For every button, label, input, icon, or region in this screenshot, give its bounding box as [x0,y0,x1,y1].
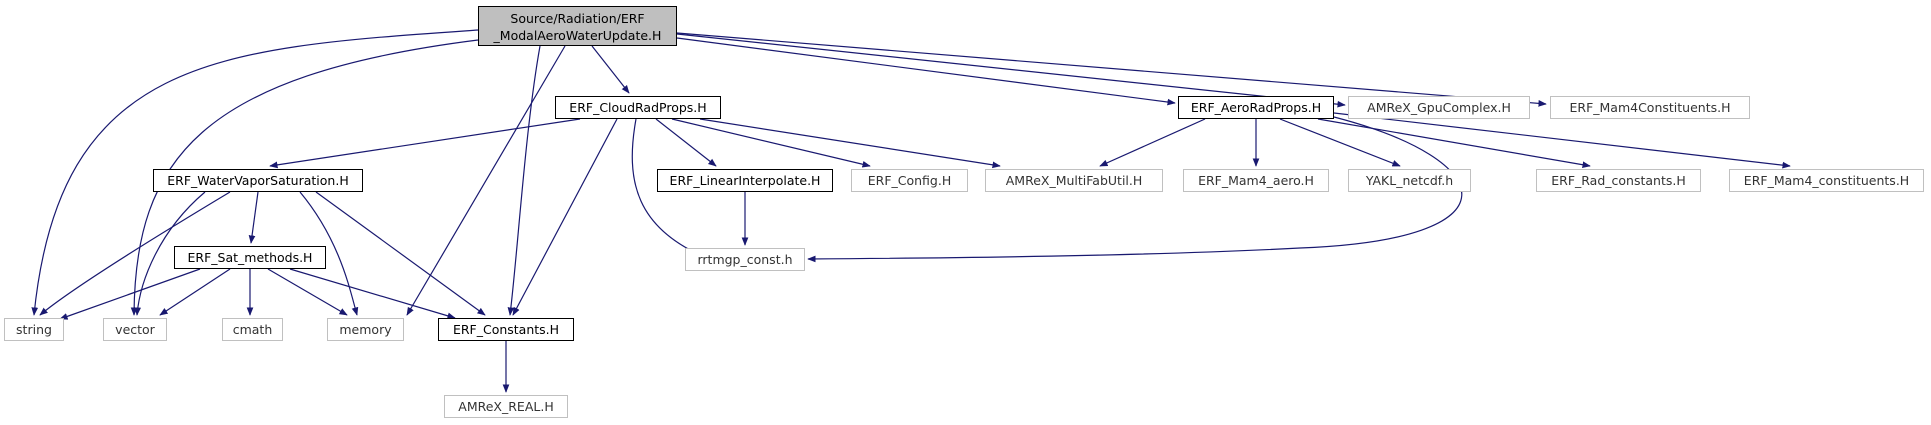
edge-cloudradprops-to-constants [512,118,618,316]
edge-aeroradprops-to-mam4const [1333,112,1791,169]
edge-root-to-mam4constituents [676,32,1547,107]
edge-root-to-vector [130,39,479,316]
edge-root-to-aeroradprops [676,37,1176,106]
edge-wvs-to-memory [299,191,359,316]
edge-wvs-to-vector [134,191,206,316]
node-amrex-gpucomplex[interactable]: AMReX_GpuComplex.H [1348,96,1530,119]
node-erf-sat-methods[interactable]: ERF_Sat_methods.H [174,246,326,269]
node-rrtmgp-const[interactable]: rrtmgp_const.h [685,248,805,271]
node-amrex-real[interactable]: AMReX_REAL.H [444,395,568,418]
edge-root-to-gpucomplex [676,33,1346,108]
node-erf-constants[interactable]: ERF_Constants.H [438,318,574,341]
node-vector[interactable]: vector [103,318,167,341]
edge-wvs-to-string [39,191,231,316]
node-erf-mam4-aero[interactable]: ERF_Mam4_aero.H [1183,169,1329,192]
node-erf-rad-constants[interactable]: ERF_Rad_constants.H [1536,169,1701,192]
node-amrex-multifabutil[interactable]: AMReX_MultiFabUtil.H [985,169,1163,192]
root-label-line1: Source/Radiation/ERF [510,10,645,26]
edge-cloudradprops-to-wvs [269,118,581,169]
edge-wvs-to-satmethods [248,191,259,244]
edge-aeroradprops-to-yakl [1279,118,1401,167]
node-string[interactable]: string [4,318,64,341]
node-erf-aeroradprops[interactable]: ERF_AeroRadProps.H [1178,96,1334,119]
node-erf-config[interactable]: ERF_Config.H [851,169,968,192]
root-label-line2: _ModalAeroWaterUpdate.H [493,27,662,43]
node-erf-watervaporsaturation[interactable]: ERF_WaterVaporSaturation.H [153,169,363,192]
edge-root-to-memory [406,45,566,316]
edge-wvs-to-constants [315,191,486,316]
edge-satmethods-to-vector [159,268,231,316]
edge-aeroradprops-to-radconstants [1317,118,1591,169]
edge-satmethods-to-string [59,268,201,320]
node-yakl-netcdf[interactable]: YAKL_netcdf.h [1348,169,1471,192]
edge-aeroradprops-to-rrtmgp [807,116,1463,263]
node-root-file[interactable]: Source/Radiation/ERF _ModalAeroWaterUpda… [478,6,677,46]
edge-cloudradprops-to-linearinterp [655,118,717,167]
node-erf-linearinterpolate[interactable]: ERF_LinearInterpolate.H [657,169,833,192]
edge-cloudradprops-to-config [671,118,871,168]
edge-cloudradprops-to-multifabutil [699,118,1001,169]
node-erf-cloudradprops[interactable]: ERF_CloudRadProps.H [555,96,721,119]
node-erf-mam4constituents-caps[interactable]: ERF_Mam4Constituents.H [1550,96,1750,119]
node-memory[interactable]: memory [327,318,404,341]
edge-root-to-cloudradprops [591,45,630,94]
edge-satmethods-to-memory [267,268,348,316]
node-erf-mam4-constituents[interactable]: ERF_Mam4_constituents.H [1729,169,1924,192]
edge-root-to-constants [507,45,541,316]
node-cmath[interactable]: cmath [222,318,283,341]
edge-satmethods-to-constants [289,268,456,320]
edge-root-to-string [31,29,479,316]
edge-aeroradprops-to-multifabutil [1099,118,1206,167]
